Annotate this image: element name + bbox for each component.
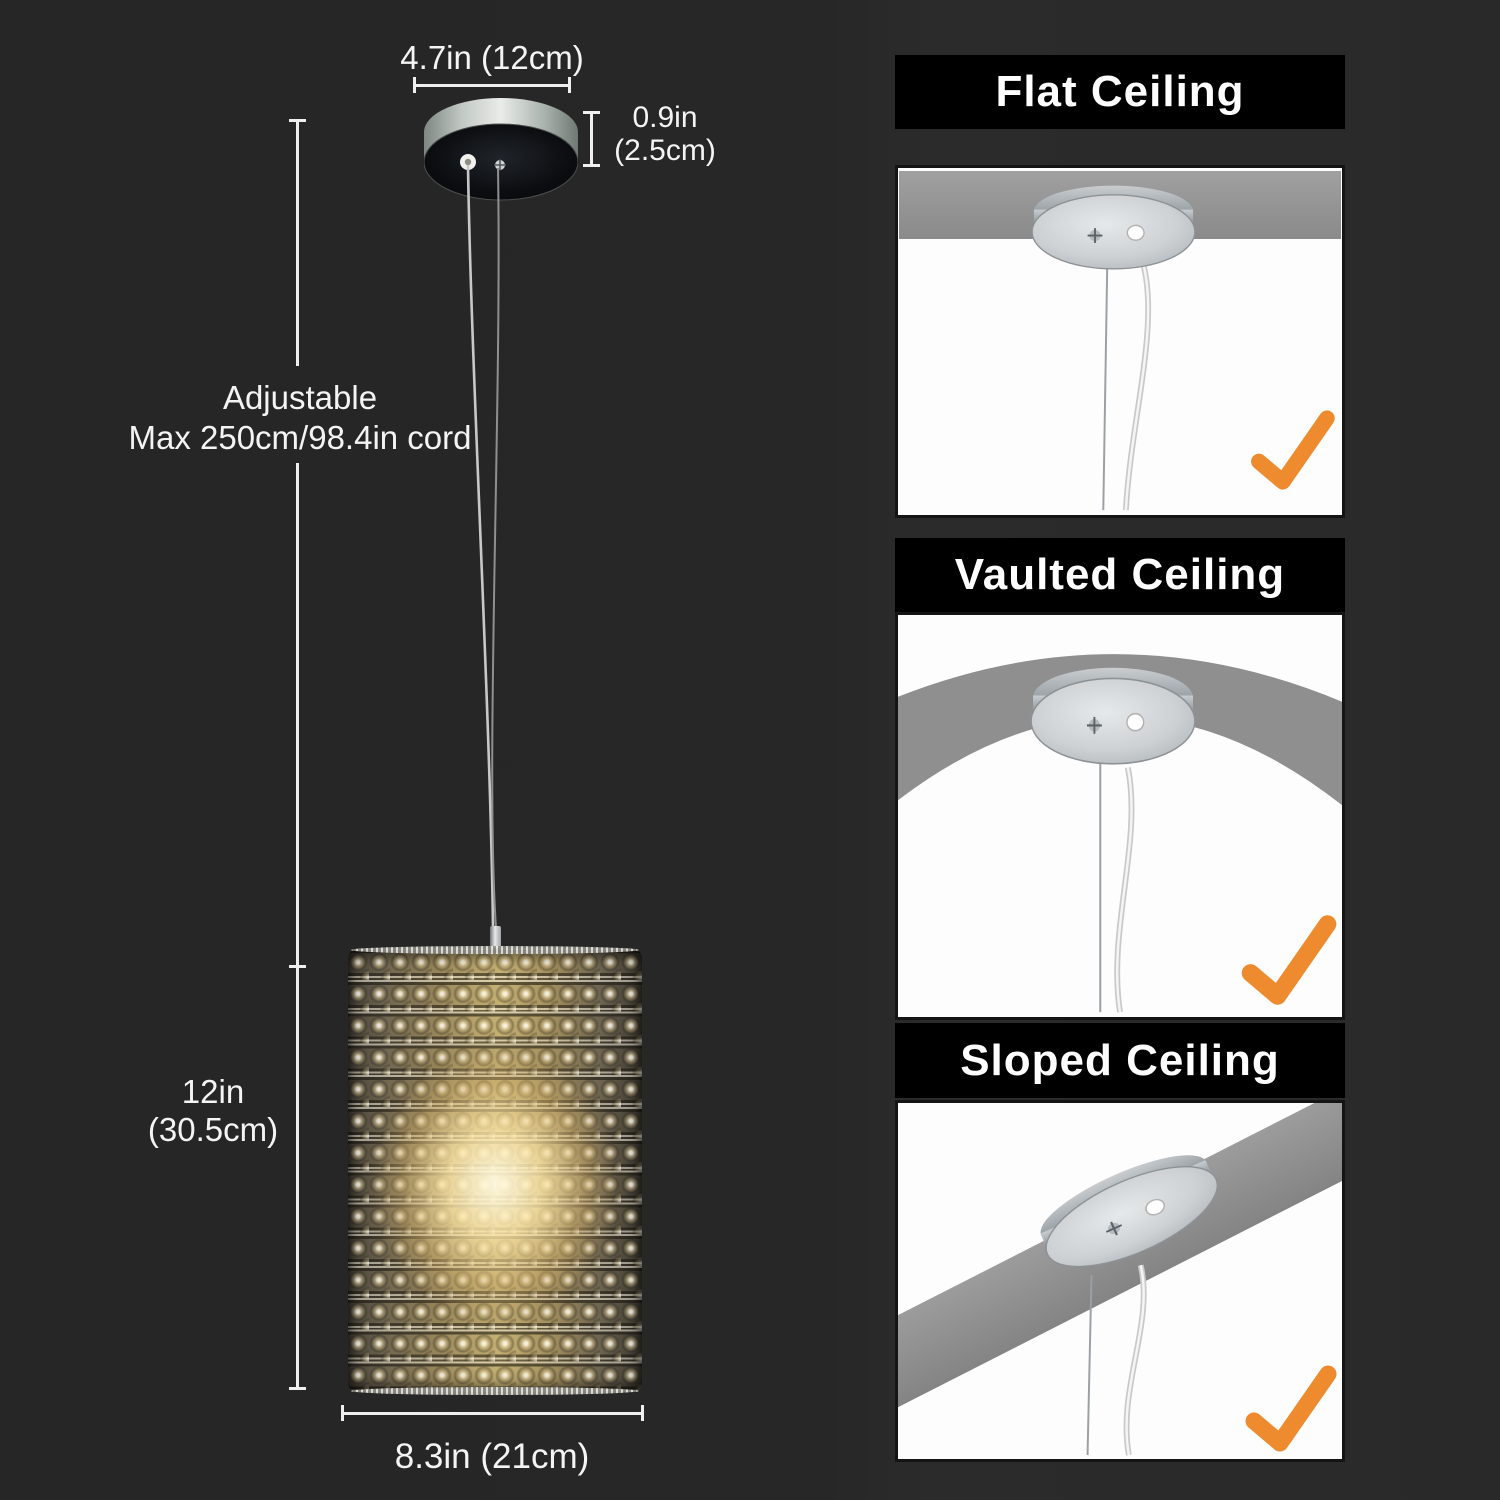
panel-title-text: Vaulted Ceiling [954,550,1286,599]
dimension-tick [641,1405,644,1421]
canopy-image [423,96,579,202]
cord-label-line1: Adjustable [222,379,378,416]
shade-height-dimension-line [289,965,306,1390]
dimension-tick [289,119,306,122]
canopy-height-label-line2: (2.5cm) [614,134,716,167]
panel-title-text: Sloped Ceiling [960,1035,1280,1085]
panel-cords [1086,1264,1147,1456]
panel-title-text: Flat Ceiling [995,67,1245,116]
dimension-tick [568,77,571,93]
checkmark-icon [1236,910,1340,1010]
panel-title-vaulted-ceiling: Vaulted Ceiling [895,538,1345,612]
cord-length-dimension-line [289,119,306,366]
shade-height-label-line1: 12in [181,1073,245,1110]
cord-fitting [490,926,501,952]
cord-label-line2: Max 250cm/98.4in cord [128,419,472,456]
panel-title-flat-ceiling: Flat Ceiling [895,55,1345,129]
panel-cords [1102,260,1152,511]
panel-cords [1099,762,1135,1013]
canopy-height-dimension-line [583,111,600,167]
panel-image-vaulted-ceiling [895,612,1345,1020]
checkmark-icon [1246,406,1338,494]
shade-width-dimension-line [341,1405,644,1421]
dimension-tick [583,111,600,114]
panel-image-sloped-ceiling [895,1100,1345,1462]
canopy-image [1031,184,1196,270]
canopy-width-dimension-line [413,77,571,93]
canopy-image [1030,666,1196,765]
pendant-shade-image [348,946,642,1395]
canopy-width-label: 4.7in (12cm) [400,39,584,76]
dimension-tick [289,1387,306,1390]
cord-length-dimension-line-lower [296,463,299,966]
panel-title-sloped-ceiling: Sloped Ceiling [895,1023,1345,1098]
dimension-tick [413,77,416,93]
canopy-height-label-line1: 0.9in [632,101,698,134]
dimension-tick [341,1405,344,1421]
panel-image-flat-ceiling [895,165,1345,518]
checkmark-icon [1238,1361,1342,1456]
canopy-drawing [423,98,579,201]
shade-height-label-line2: (30.5cm) [147,1111,279,1148]
shade-width-label: 8.3in (21cm) [394,1437,590,1476]
vaulted-ceiling-band [898,654,1342,806]
dimension-tick [583,164,600,167]
dimension-tick [289,965,306,968]
pendant-cords [466,164,500,929]
